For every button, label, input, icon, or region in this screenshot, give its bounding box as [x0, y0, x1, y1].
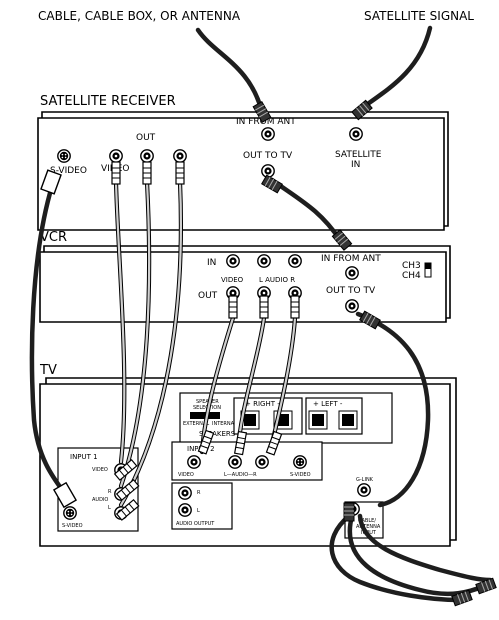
input2-panel: INPUT 2 VIDEO L—AUDIO—R S-VIDEO	[171, 441, 323, 481]
audio-out-r-label: R	[197, 490, 201, 496]
speakers-label: SPEAKERS	[199, 430, 236, 438]
sat-out-to-tv-label: OUT TO TV	[243, 151, 293, 161]
vcr-audio-r-in-jack[interactable]	[288, 254, 302, 268]
vcr-title: VCR	[40, 230, 67, 245]
satellite-receiver-title: SATELLITE RECEIVER	[40, 94, 176, 109]
audio-out-r-jack[interactable]	[178, 486, 192, 500]
sat-s-video-label: S-VIDEO	[50, 166, 87, 176]
channel-switch[interactable]	[424, 262, 432, 278]
input1-l-label: L	[108, 505, 111, 511]
vcr-audio-label: L AUDIO R	[259, 276, 295, 284]
input1-s-video-jack[interactable]	[63, 506, 77, 520]
g-link-jack[interactable]	[357, 483, 371, 497]
vcr-in-from-ant-jack[interactable]	[345, 266, 359, 280]
cable-antenna-lead	[329, 502, 497, 607]
audio-output-label: AUDIO OUTPUT	[176, 521, 215, 527]
input2-audio-l-jack[interactable]	[228, 455, 242, 469]
sat-in-from-ant-label: IN FROM ANT	[236, 117, 296, 127]
vcr-rca-cables	[197, 295, 300, 456]
sat-video-out-jack[interactable]	[109, 149, 123, 163]
sat-audio-l-jack[interactable]	[173, 149, 187, 163]
audio-out-l-jack[interactable]	[178, 503, 192, 517]
vcr-ch4-label: CH4	[402, 271, 421, 281]
sat-out-label: OUT	[136, 133, 156, 143]
g-link-label: G-LINK	[356, 477, 374, 483]
sat-rca-cables	[111, 161, 185, 521]
left-speaker-label: + LEFT -	[313, 400, 343, 408]
s-video-cable	[29, 169, 78, 509]
tv-title: TV	[39, 363, 57, 378]
input2-video-label: VIDEO	[178, 472, 194, 478]
satellite-signal-label: SATELLITE SIGNAL	[364, 9, 474, 23]
left-speaker-terminals[interactable]	[308, 410, 358, 430]
right-speaker-label: + RIGHT -	[245, 400, 280, 408]
input1-video-label: VIDEO	[92, 467, 108, 473]
satellite-in-label-1: SATELLITE	[335, 150, 382, 160]
satellite-in-label-2: IN	[351, 160, 360, 170]
speaker-selection-label-1: SPEAKER	[196, 399, 219, 405]
vcr-ch3-label: CH3	[402, 261, 421, 271]
input2-audio-r-jack[interactable]	[255, 455, 269, 469]
input2-s-video-label: S-VIDEO	[290, 472, 311, 478]
sat-to-vcr-coax-cable	[261, 174, 353, 251]
audio-out-l-label: L	[197, 508, 200, 514]
cable-antenna-label-2: ANTENNA	[356, 524, 381, 530]
input2-audio-label: L—AUDIO—R	[224, 472, 257, 478]
sat-audio-r-jack[interactable]	[140, 149, 154, 163]
vcr-box	[39, 245, 451, 323]
input2-s-video-jack[interactable]	[293, 455, 307, 469]
internal-label: INTERNAL	[212, 421, 237, 427]
sat-s-video-jack[interactable]	[57, 149, 71, 163]
external-label: EXTERNAL	[183, 421, 209, 427]
antenna-coax-cable	[195, 27, 272, 123]
vcr-out-label: OUT	[198, 291, 218, 301]
cable-antenna-label-1: CABLE/	[358, 518, 376, 524]
input1-label: INPUT 1	[70, 453, 98, 461]
vcr-video-label: VIDEO	[221, 276, 244, 284]
input1-s-video-label: S-VIDEO	[62, 523, 83, 529]
vcr-video-in-jack[interactable]	[226, 254, 240, 268]
satellite-receiver-box	[37, 111, 449, 231]
vcr-to-tv-coax-cable	[355, 310, 431, 508]
satellite-coax-cable	[351, 25, 433, 121]
vcr-in-from-ant-label: IN FROM ANT	[321, 254, 381, 264]
input1-r-label: R	[108, 489, 112, 495]
vcr-out-to-tv-jack[interactable]	[345, 299, 359, 313]
vcr-in-label: IN	[207, 258, 216, 268]
cable-source-label: CABLE, CABLE BOX, OR ANTENNA	[38, 9, 241, 23]
satellite-in-jack[interactable]	[349, 127, 363, 141]
input2-video-jack[interactable]	[187, 455, 201, 469]
sat-in-from-ant-jack[interactable]	[261, 127, 275, 141]
vcr-out-to-tv-label: OUT TO TV	[326, 286, 376, 296]
vcr-audio-l-in-jack[interactable]	[257, 254, 271, 268]
input1-audio-label: AUDIO	[92, 497, 108, 503]
audio-output-panel: R L AUDIO OUTPUT	[171, 482, 233, 530]
